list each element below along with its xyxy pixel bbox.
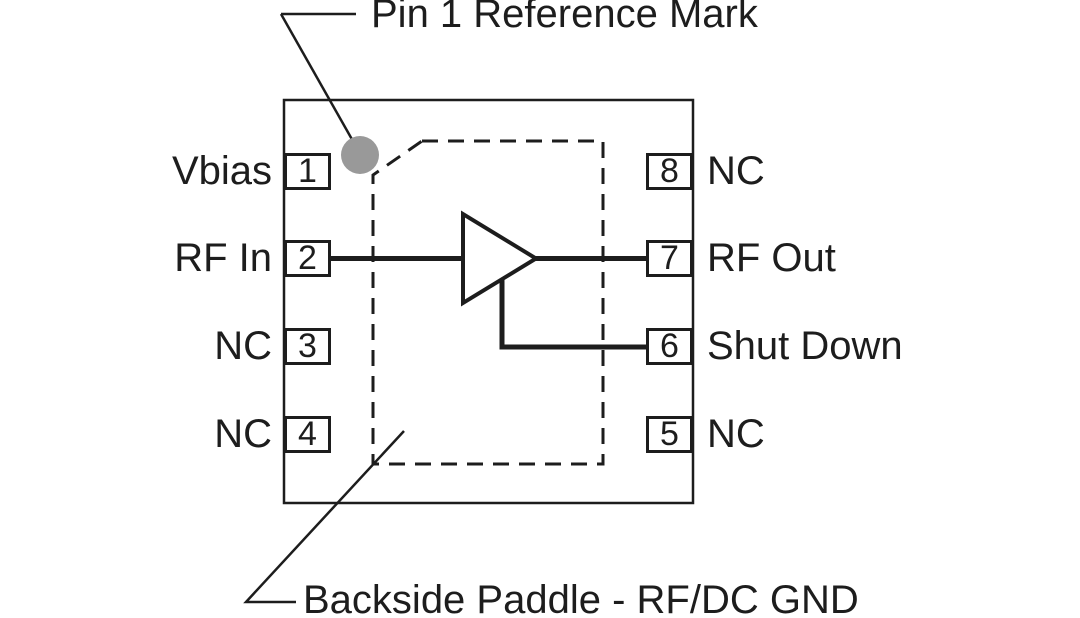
pin-5-number: 5 — [660, 415, 679, 453]
pin-4-name: NC — [214, 412, 272, 456]
pin-2-name: RF In — [174, 236, 272, 280]
pin-8-box: 8 — [646, 152, 693, 190]
pin-1-box: 1 — [284, 152, 331, 190]
backside-paddle-label: Backside Paddle - RF/DC GND — [303, 577, 859, 618]
pin1-reference-label: Pin 1 Reference Mark — [371, 0, 758, 36]
pin-3-number: 3 — [298, 327, 317, 365]
pin1-leader-line-diagonal — [279, 13, 360, 151]
pin1-reference-dot-icon — [341, 136, 379, 174]
pin-7-number: 7 — [660, 239, 679, 277]
pin-8-name: NC — [707, 149, 765, 193]
pin-5-box: 5 — [646, 415, 693, 453]
chip-package-outline — [282, 98, 695, 505]
pin-6-name: Shut Down — [707, 324, 903, 368]
amplifier-icon — [461, 210, 540, 307]
pin-5-name: NC — [707, 412, 765, 456]
backside-paddle-outline — [371, 139, 605, 466]
pin-7-name: RF Out — [707, 236, 836, 280]
pin-1-name: Vbias — [171, 149, 272, 193]
pin-6-box: 6 — [646, 327, 693, 365]
shutdown-line — [499, 279, 648, 350]
pin-7-box: 7 — [646, 239, 693, 277]
pin-2-number: 2 — [298, 239, 317, 277]
pin-3-box: 3 — [284, 327, 331, 365]
pin-1-number: 1 — [298, 152, 317, 190]
pin-2-box: 2 — [284, 239, 331, 277]
pin-3-name: NC — [214, 324, 272, 368]
paddle-leader-line — [243, 430, 405, 604]
pin-8-number: 8 — [660, 152, 679, 190]
pin-6-number: 6 — [660, 327, 679, 365]
pin-4-number: 4 — [298, 415, 317, 453]
pin-4-box: 4 — [284, 415, 331, 453]
